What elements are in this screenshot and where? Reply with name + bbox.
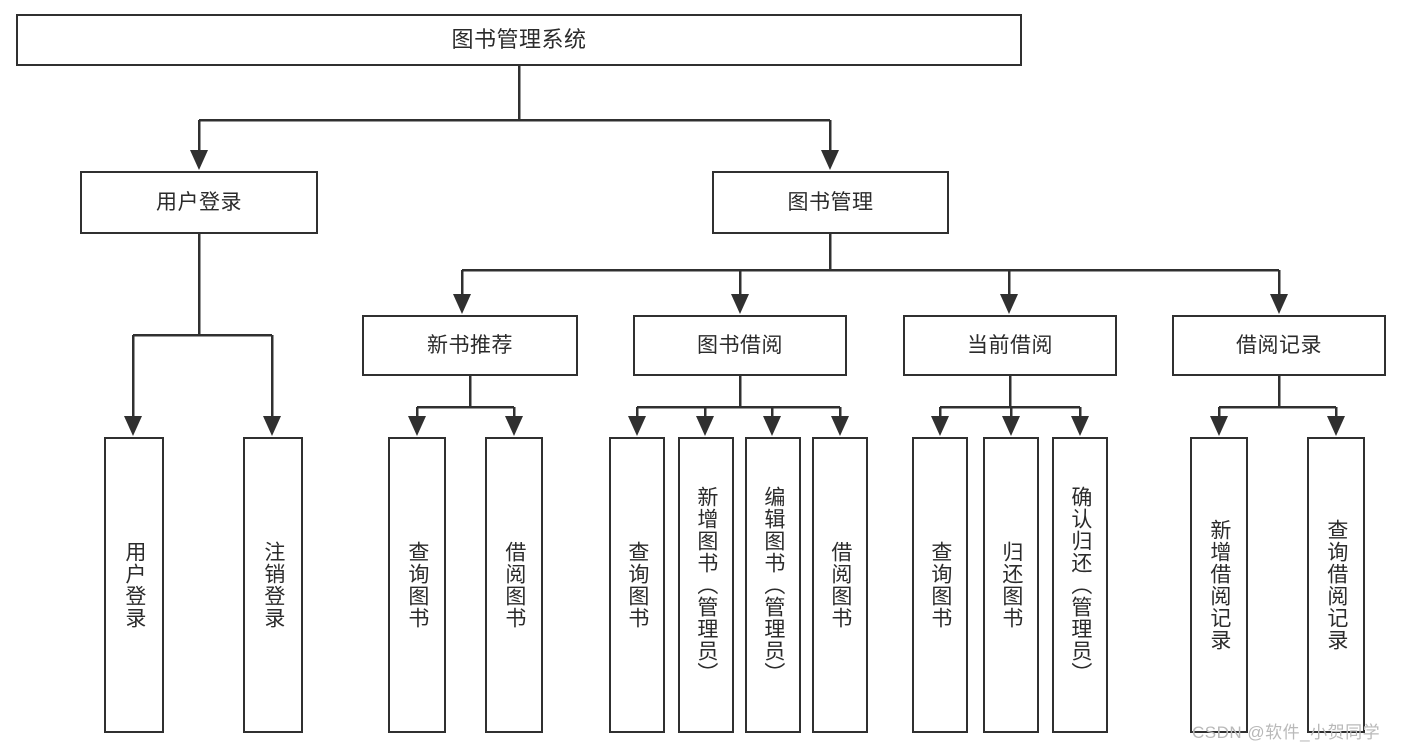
leaf-query-book-2[interactable]: 查询图书 bbox=[609, 437, 665, 733]
leaf-confirm-return-admin[interactable]: 确认归还（管理员） bbox=[1052, 437, 1108, 733]
leaf-query-book-3[interactable]: 查询图书 bbox=[912, 437, 968, 733]
csdn-watermark: CSDN @软件_小贺同学 bbox=[1192, 723, 1381, 742]
leaf-query-borrow-record[interactable]: 查询借阅记录 bbox=[1307, 437, 1365, 733]
node-new-book-recommend[interactable]: 新书推荐 bbox=[362, 315, 578, 376]
leaf-user-login[interactable]: 用户登录 bbox=[104, 437, 164, 733]
leaf-return-book[interactable]: 归还图书 bbox=[983, 437, 1039, 733]
node-book-borrow[interactable]: 图书借阅 bbox=[633, 315, 847, 376]
leaf-query-book-1[interactable]: 查询图书 bbox=[388, 437, 446, 733]
node-user-login[interactable]: 用户登录 bbox=[80, 171, 318, 234]
leaf-borrow-book-1[interactable]: 借阅图书 bbox=[485, 437, 543, 733]
node-borrow-record[interactable]: 借阅记录 bbox=[1172, 315, 1386, 376]
node-book-manage[interactable]: 图书管理 bbox=[712, 171, 949, 234]
leaf-borrow-book-2[interactable]: 借阅图书 bbox=[812, 437, 868, 733]
leaf-add-book-admin[interactable]: 新增图书（管理员） bbox=[678, 437, 734, 733]
node-current-borrow[interactable]: 当前借阅 bbox=[903, 315, 1117, 376]
leaf-add-borrow-record[interactable]: 新增借阅记录 bbox=[1190, 437, 1248, 733]
leaf-edit-book-admin[interactable]: 编辑图书（管理员） bbox=[745, 437, 801, 733]
node-root-system[interactable]: 图书管理系统 bbox=[16, 14, 1022, 66]
leaf-logout[interactable]: 注销登录 bbox=[243, 437, 303, 733]
